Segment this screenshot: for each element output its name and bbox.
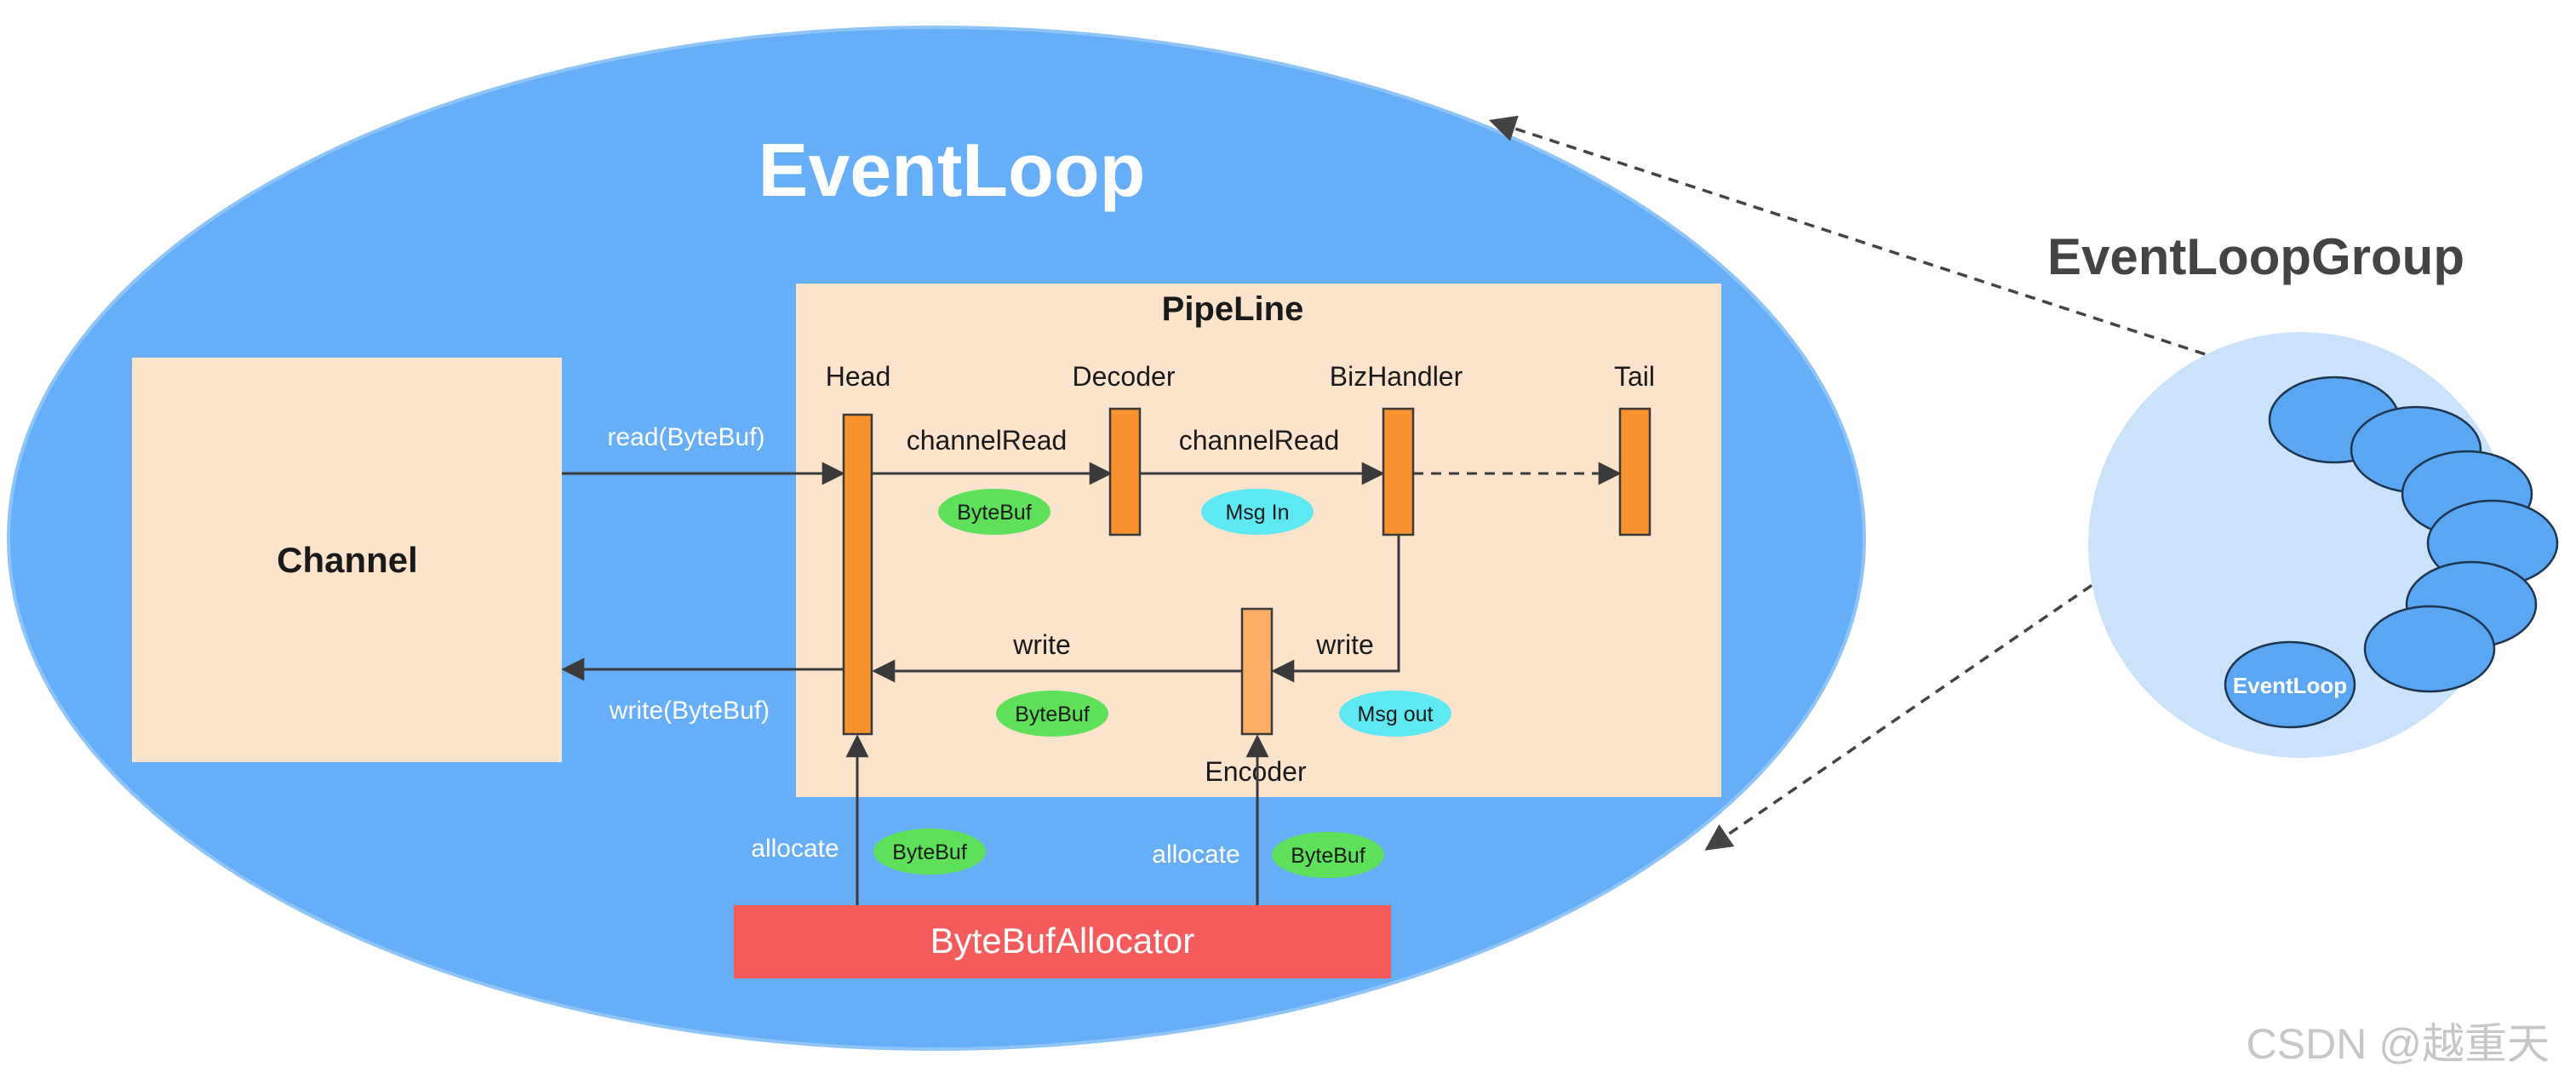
bytebuf-badge-4 bbox=[1272, 832, 1384, 878]
channel-label: Channel bbox=[277, 540, 418, 580]
msg-in-badge-label: Msg In bbox=[1225, 501, 1289, 525]
tail-bar bbox=[1618, 407, 1652, 536]
bytebuf-badge-2 bbox=[996, 691, 1108, 737]
channelread-label-1: channelRead bbox=[907, 425, 1068, 456]
group-eventloop-item bbox=[2224, 640, 2356, 729]
pipeline-title: PipeLine bbox=[1162, 290, 1304, 328]
channelread-label-2: channelRead bbox=[1179, 425, 1340, 456]
biz-to-encoder-arrow bbox=[1271, 535, 1400, 683]
bizhandler-bar bbox=[1382, 407, 1415, 536]
bytebuf-badge-3-label: ByteBuf bbox=[892, 840, 967, 864]
encoder-bar bbox=[1240, 607, 1274, 736]
bytebuf-badge-3 bbox=[873, 829, 986, 875]
encoder-label: Encoder bbox=[1205, 756, 1307, 787]
tail-label: Tail bbox=[1614, 361, 1655, 392]
bytebuf-allocator-box bbox=[734, 905, 1391, 978]
bytebuf-badge-1 bbox=[938, 489, 1050, 535]
bizhandler-label: BizHandler bbox=[1330, 361, 1463, 392]
bytebuf-badge-2-label: ByteBuf bbox=[1015, 703, 1090, 726]
decoder-label: Decoder bbox=[1073, 361, 1176, 392]
eventloopgroup-title: EventLoopGroup bbox=[2047, 228, 2464, 285]
decoder-bar bbox=[1108, 407, 1142, 536]
msg-in-badge bbox=[1201, 489, 1314, 535]
group-eventloop-item-label: EventLoop bbox=[2233, 673, 2347, 698]
bytebuf-badge-4-label: ByteBuf bbox=[1291, 844, 1365, 868]
watermark: CSDN @越重天 bbox=[2247, 1020, 2550, 1068]
eventloop-title: EventLoop bbox=[758, 128, 1146, 212]
group-connector-top bbox=[1489, 115, 2274, 378]
head-bar bbox=[842, 413, 873, 736]
write-label-1: write bbox=[1012, 629, 1071, 660]
write-bytebuf-label: write(ByteBuf) bbox=[609, 697, 770, 725]
bytebuf-allocator-label: ByteBufAllocator bbox=[930, 921, 1195, 961]
bytebuf-badge-1-label: ByteBuf bbox=[957, 501, 1032, 525]
read-label: read(ByteBuf) bbox=[607, 423, 764, 451]
head-label: Head bbox=[826, 361, 891, 392]
allocate-label-2: allocate bbox=[1152, 840, 1239, 869]
group-eventloop-item bbox=[2363, 605, 2496, 693]
msg-out-badge-label: Msg out bbox=[1358, 703, 1434, 726]
allocate-label-1: allocate bbox=[751, 835, 839, 863]
msg-out-badge bbox=[1339, 691, 1451, 737]
channel-box bbox=[132, 358, 562, 762]
write-label-2: write bbox=[1315, 629, 1374, 660]
